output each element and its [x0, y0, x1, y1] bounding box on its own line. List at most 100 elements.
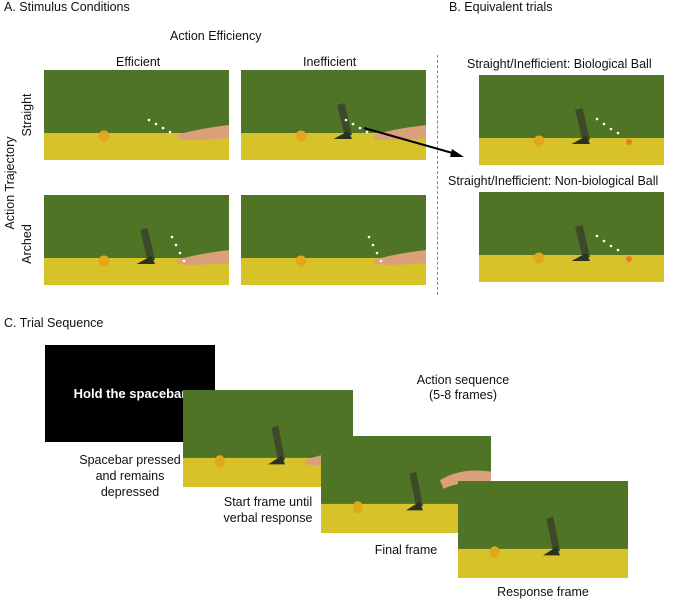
ball: [533, 135, 545, 147]
start-caption: Start frame until verbal response: [190, 494, 346, 526]
efficient-column-label: Efficient: [116, 55, 161, 69]
ball: [98, 255, 110, 267]
action-efficiency-label: Action Efficiency: [170, 29, 262, 43]
frame-nonbiological-ball: [479, 192, 664, 282]
barrier-stand: [571, 253, 590, 261]
frame-biological-ball: [479, 75, 664, 165]
spacebar-caption-line: and remains: [95, 469, 165, 483]
barrier: [140, 228, 155, 261]
trajectory-dot: [344, 118, 348, 122]
barrier: [575, 108, 590, 141]
trajectory-dot: [358, 126, 362, 130]
barrier: [271, 425, 285, 462]
barrier: [575, 225, 590, 258]
ball: [489, 546, 500, 559]
trajectory-dot: [602, 122, 606, 126]
barrier: [337, 103, 352, 136]
hand: [374, 125, 426, 140]
green-wall: [44, 70, 229, 133]
sequence-arrow: [363, 127, 464, 157]
ball: [352, 501, 363, 514]
spacebar-caption-line: depressed: [100, 485, 160, 499]
action-sequence-line: (5-8 frames): [428, 388, 498, 402]
yellow-table: [479, 138, 664, 165]
green-wall: [241, 70, 426, 133]
scene-photo: [479, 192, 664, 282]
panel-divider: [437, 55, 438, 295]
green-wall: [241, 195, 426, 258]
start-caption-line: Start frame until: [223, 495, 313, 509]
trajectory-dot: [351, 122, 355, 126]
arched-row-label: Arched: [20, 224, 34, 264]
ball: [295, 255, 307, 267]
inefficient-column-label: Inefficient: [303, 55, 357, 69]
trajectory-dot: [178, 251, 182, 255]
barrier: [409, 471, 423, 508]
trajectory-dot: [174, 243, 178, 247]
ball-end: [626, 256, 632, 262]
trajectory-dot: [595, 117, 599, 121]
barrier-stand: [136, 256, 155, 264]
green-wall: [479, 192, 664, 255]
scene-photo: [44, 70, 229, 160]
trajectory-dot: [371, 243, 375, 247]
panel-b-title: B. Equivalent trials: [449, 0, 553, 14]
ball: [295, 130, 307, 142]
final-caption: Final frame: [374, 543, 438, 557]
trajectory-dot: [616, 131, 620, 135]
trajectory-dot: [147, 118, 151, 122]
frame-arched-efficient: [44, 195, 229, 285]
hold-spacebar-text: Hold the spacebar: [73, 386, 187, 401]
yellow-table: [479, 255, 664, 282]
trajectory-dot: [609, 127, 613, 131]
spacebar-caption: Spacebar pressed and remains depressed: [52, 452, 208, 500]
hand: [374, 250, 426, 265]
start-caption-line: verbal response: [223, 511, 313, 525]
frame-straight-efficient: [44, 70, 229, 160]
yellow-table: [458, 548, 628, 578]
ball: [533, 252, 545, 264]
trajectory-dot: [170, 235, 174, 239]
panel-c-title: C. Trial Sequence: [4, 316, 104, 330]
scene-photo: [458, 481, 628, 578]
barrier-stand: [406, 501, 423, 511]
green-wall: [458, 481, 628, 549]
trajectory-dot: [367, 235, 371, 239]
trajectory-dot: [595, 234, 599, 238]
trajectory-dot: [602, 239, 606, 243]
nonbiological-ball-label: Straight/Inefficient: Non-biological Bal…: [448, 174, 659, 188]
scene-photo: [44, 195, 229, 285]
barrier-stand: [571, 136, 590, 144]
trajectory-dot: [609, 244, 613, 248]
response-caption: Response frame: [497, 585, 589, 599]
ball: [214, 455, 225, 468]
ball: [98, 130, 110, 142]
green-wall: [44, 195, 229, 258]
straight-row-label: Straight: [20, 93, 34, 137]
frame-arched-inefficient: [241, 195, 426, 285]
hand: [440, 470, 491, 489]
trajectory-dot: [182, 259, 186, 263]
hand: [177, 125, 229, 140]
panel-a-title: A. Stimulus Conditions: [4, 0, 130, 14]
trajectory-dot: [168, 130, 172, 134]
spacebar-caption-line: Spacebar pressed: [79, 453, 181, 467]
barrier-stand: [333, 131, 352, 139]
biological-ball-label: Straight/Inefficient: Biological Ball: [467, 57, 652, 71]
green-wall: [479, 75, 664, 138]
trajectory-dot: [154, 122, 158, 126]
action-trajectory-label: Action Trajectory: [3, 136, 17, 230]
ball-end: [626, 139, 632, 145]
trajectory-dot: [375, 251, 379, 255]
response-frame: [458, 481, 628, 578]
trajectory-dot: [365, 130, 369, 134]
scene-photo: [241, 195, 426, 285]
trajectory-dot: [616, 248, 620, 252]
barrier-stand: [543, 546, 560, 556]
hand: [177, 250, 229, 265]
barrier-stand: [268, 455, 285, 465]
trajectory-dot: [379, 259, 383, 263]
action-sequence-line: Action sequence: [416, 373, 510, 387]
barrier: [546, 516, 560, 553]
action-sequence-label: Action sequence (5-8 frames): [398, 373, 528, 403]
